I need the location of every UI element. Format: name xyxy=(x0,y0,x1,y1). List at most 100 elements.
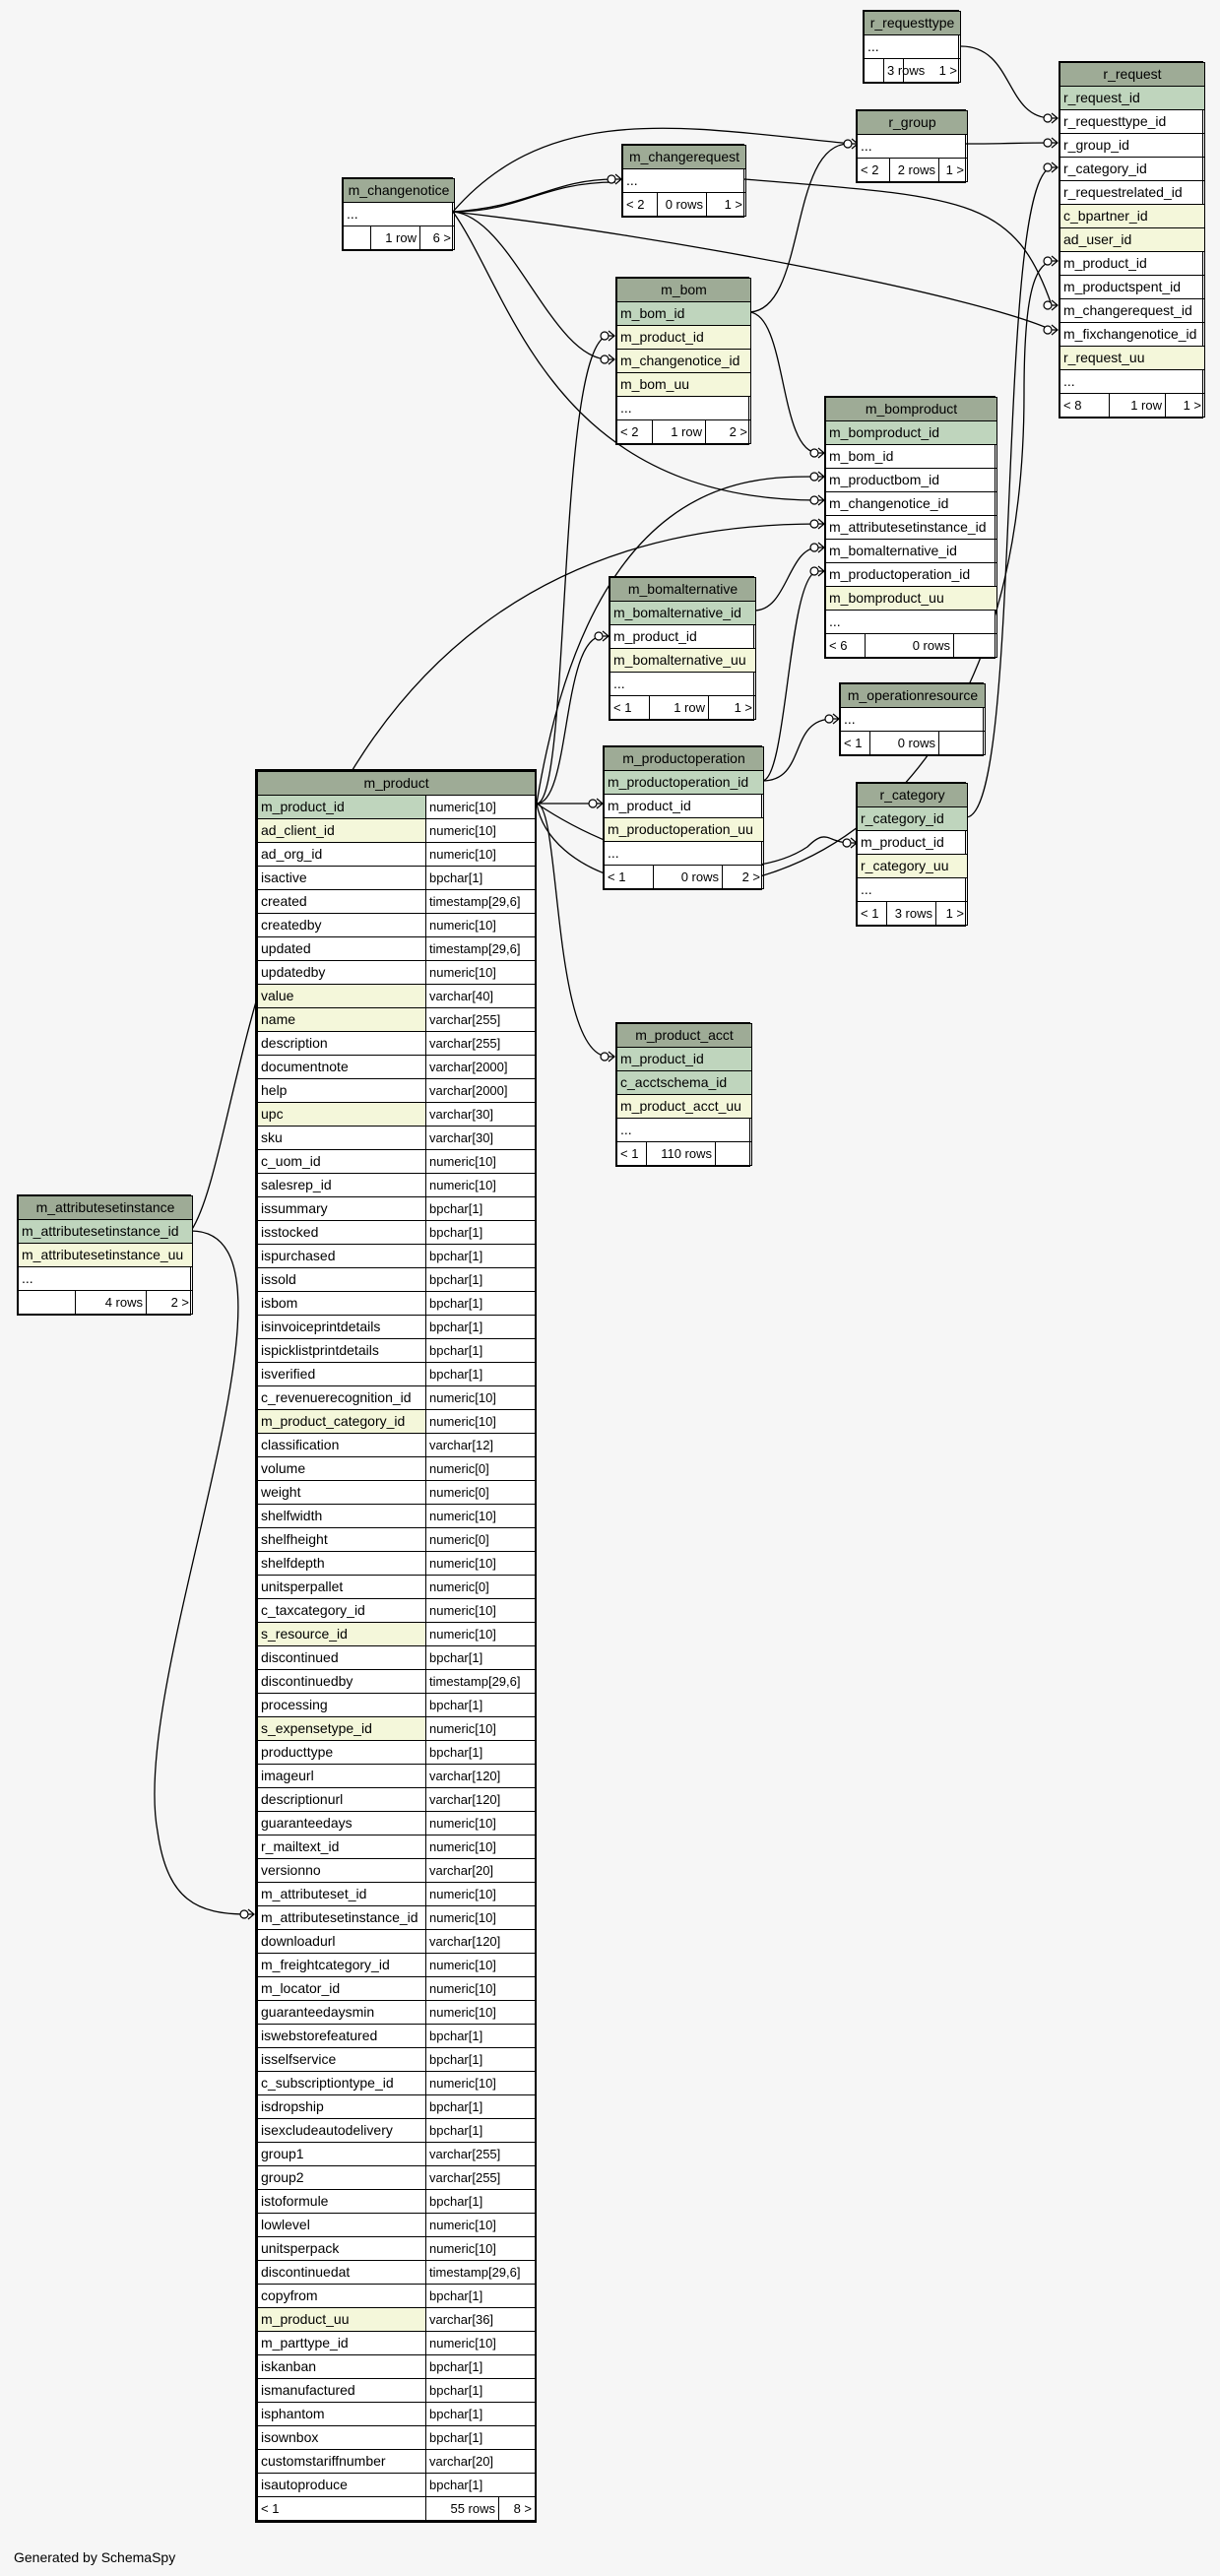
children-count[interactable]: 6 > xyxy=(418,225,456,250)
children-count[interactable]: 2 > xyxy=(704,419,752,444)
column-type: bpchar[1] xyxy=(424,1291,537,1316)
children-count[interactable]: 1 > xyxy=(705,192,747,217)
table-title[interactable]: r_category xyxy=(856,783,969,807)
optional-marker-icon xyxy=(809,566,819,576)
children-count[interactable]: 2 > xyxy=(722,865,764,889)
table-title[interactable]: m_product_acct xyxy=(615,1023,753,1048)
optional-marker-icon xyxy=(1043,300,1053,310)
column-name: group1 xyxy=(257,2142,426,2166)
children-count[interactable] xyxy=(714,1141,753,1166)
column-name: m_bomalternative_uu xyxy=(609,648,757,673)
table-title[interactable]: m_bomproduct xyxy=(824,397,998,421)
children-count[interactable]: 8 > xyxy=(497,2496,537,2521)
column-row: c_bpartner_id xyxy=(1059,204,1206,228)
table-title[interactable]: m_product xyxy=(256,771,537,796)
table-title[interactable]: r_requesttype xyxy=(863,11,962,35)
children-count[interactable]: 1 > xyxy=(934,901,969,926)
parents-count[interactable]: < 1 xyxy=(610,695,650,720)
column-name: ... xyxy=(1059,369,1206,394)
rows-count: 1 row xyxy=(1109,393,1166,418)
column-name: m_changenotice_id xyxy=(824,491,998,516)
rows-count: 1 row xyxy=(652,419,706,444)
children-count[interactable]: 2 > xyxy=(145,1290,194,1315)
parents-count[interactable]: < 2 xyxy=(857,158,890,182)
parents-count[interactable]: < 1 xyxy=(616,1141,647,1166)
rows-count: 110 rows xyxy=(646,1141,716,1166)
rows-count: 4 rows xyxy=(75,1290,147,1315)
relationship-m_changenotice-to-r_request xyxy=(452,211,1053,331)
children-count[interactable]: 1 > xyxy=(902,58,962,83)
table-title[interactable]: r_request xyxy=(1059,62,1206,87)
parents-count[interactable]: < 6 xyxy=(825,633,866,658)
column-name: discontinuedby xyxy=(257,1669,426,1694)
table-title[interactable]: m_bomalternative xyxy=(609,577,757,602)
column-type: numeric[10] xyxy=(424,2000,537,2025)
parents-count[interactable] xyxy=(18,1290,76,1315)
column-name: m_freightcategory_id xyxy=(257,1953,426,1977)
column-name: ... xyxy=(17,1266,194,1291)
parents-count[interactable]: < 1 xyxy=(857,901,887,926)
column-type: numeric[10] xyxy=(424,1409,537,1434)
column-name: isexcludeautodelivery xyxy=(257,2118,426,2143)
parents-count[interactable] xyxy=(864,58,884,83)
parents-count[interactable]: < 1 xyxy=(840,731,870,755)
optional-marker-icon xyxy=(809,448,819,458)
rows-count: 0 rows xyxy=(653,865,723,889)
parents-count[interactable]: < 1 xyxy=(257,2496,426,2521)
column-name: m_product_id xyxy=(257,795,426,819)
table-title[interactable]: r_group xyxy=(857,110,968,135)
parents-count[interactable]: < 1 xyxy=(604,865,654,889)
column-row: m_productoperation_id xyxy=(824,562,998,587)
optional-marker-icon xyxy=(1043,256,1053,266)
column-name: issold xyxy=(257,1267,426,1292)
column-name: discontinuedat xyxy=(257,2260,426,2285)
table-title[interactable]: m_productoperation xyxy=(604,746,764,771)
column-type: numeric[0] xyxy=(424,1456,537,1481)
children-count[interactable]: 1 > xyxy=(938,158,968,182)
column-row: r_requestrelated_id xyxy=(1059,180,1206,205)
parents-count[interactable]: < 2 xyxy=(622,192,658,217)
parents-count[interactable]: < 8 xyxy=(1059,393,1110,418)
column-type: bpchar[1] xyxy=(424,2094,537,2119)
parents-count[interactable] xyxy=(343,225,371,250)
table-title[interactable]: m_operationresource xyxy=(839,683,987,708)
children-count[interactable] xyxy=(937,731,987,755)
column-type: numeric[10] xyxy=(424,1882,537,1906)
column-row: m_product_id xyxy=(604,794,764,818)
column-type: numeric[10] xyxy=(424,1835,537,1859)
table-title[interactable]: m_changenotice xyxy=(342,178,456,203)
column-row: ... xyxy=(615,1118,753,1142)
crows-foot-icon xyxy=(1051,299,1059,311)
relationship-m_product-to-m_bom xyxy=(536,335,610,805)
parents-count[interactable]: < 2 xyxy=(616,419,653,444)
crows-foot-icon xyxy=(1051,255,1059,267)
children-count[interactable]: 1 > xyxy=(707,695,757,720)
table-title[interactable]: m_changerequest xyxy=(621,145,747,169)
column-type: bpchar[1] xyxy=(424,1244,537,1268)
table-title[interactable]: m_attributesetinstance xyxy=(17,1195,194,1220)
column-name: r_category_id xyxy=(856,806,969,831)
children-count[interactable] xyxy=(952,633,998,658)
table-title[interactable]: m_bom xyxy=(615,278,752,302)
optional-marker-icon xyxy=(588,799,598,808)
children-count[interactable]: 1 > xyxy=(1164,393,1206,418)
